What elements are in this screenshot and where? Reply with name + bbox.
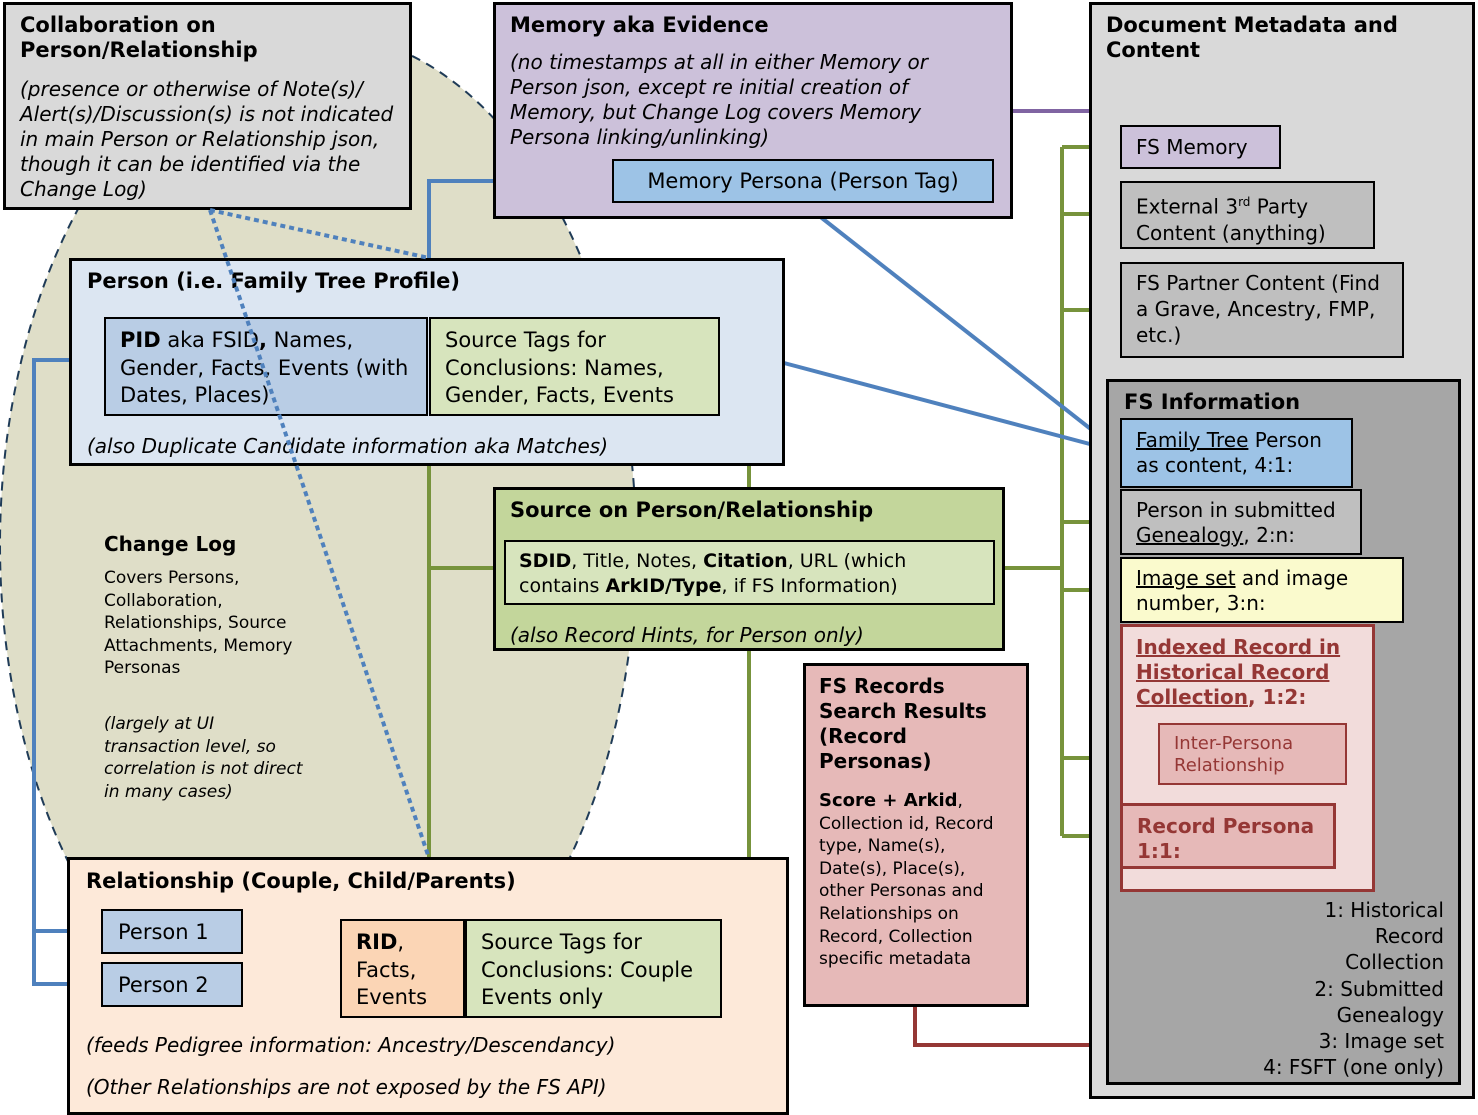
person-source-tags-label: Source Tags for Conclusions: Names, Gend… — [445, 328, 674, 407]
document-title: Document Metadata and Content — [1106, 13, 1398, 63]
person-1-label: Person 1 — [118, 919, 209, 944]
memory-persona-box: Memory Persona (Person Tag) — [612, 159, 994, 203]
relationship-source-tags-box: Source Tags for Conclusions: Couple Even… — [465, 919, 722, 1018]
external-content-sup: rd — [1238, 195, 1251, 209]
change-log-covers: Covers Persons, Collaboration, Relations… — [104, 568, 293, 679]
inter-persona-box: Inter-Persona Relationship — [1158, 723, 1347, 785]
legend-item-4: 4: FSFT (one only) — [1263, 1055, 1444, 1080]
partner-content-label: FS Partner Content (Find a Grave, Ancest… — [1136, 271, 1380, 347]
fs-records-detail-text: , Collection id, Record type, Name(s), D… — [819, 791, 994, 970]
partner-content-box: FS Partner Content (Find a Grave, Ancest… — [1120, 262, 1404, 358]
source-note: (also Record Hints, for Person only) — [510, 623, 864, 647]
source-end: , if FS Information) — [721, 575, 898, 597]
external-content-label-a: External 3 — [1136, 194, 1239, 219]
family-tree-link[interactable]: Family Tree — [1136, 428, 1249, 452]
source-title: Source on Person/Relationship — [510, 498, 874, 522]
arkid-label: ArkID/Type — [605, 575, 722, 597]
legend-item-1: 1: Historical Record Collection — [1324, 898, 1444, 975]
image-set-box[interactable]: Image set and image number, 3:n: — [1120, 557, 1404, 623]
rid-label: RID — [356, 930, 398, 954]
change-log-note: (largely at UI transaction level, so cor… — [104, 714, 303, 802]
person-note: (also Duplicate Candidate information ak… — [87, 434, 609, 458]
indexed-record-suffix: , 1:2: — [1247, 685, 1307, 709]
image-set-rest: and image number, 3:n: — [1136, 566, 1349, 615]
external-content-box: External 3rd Party Content (anything) — [1120, 181, 1375, 249]
fs-information-title: FS Information — [1124, 390, 1301, 414]
person-source-tags-box: Source Tags for Conclusions: Names, Gend… — [429, 317, 720, 416]
memory-title: Memory aka Evidence — [510, 13, 769, 37]
record-persona-label: Record Persona 1:1: — [1137, 814, 1315, 863]
fs-information-legend: 1: Historical Record Collection 2: Submi… — [1200, 897, 1444, 1080]
family-tree-person-box[interactable]: Family Tree Person as content, 4:1: — [1120, 418, 1353, 488]
sdid-label: SDID — [519, 550, 572, 572]
family-tree-rest: Person as content, 4:1: — [1136, 428, 1322, 477]
citation-label: Citation — [703, 550, 788, 572]
source-detail-box: SDID, Title, Notes, Citation, URL (which… — [504, 540, 995, 605]
person-1-box: Person 1 — [101, 909, 243, 954]
fs-records-box: FS Records Search Results (Record Person… — [803, 663, 1029, 1007]
source-mid1: , Title, Notes, — [571, 550, 704, 572]
person-2-label: Person 2 — [118, 972, 209, 997]
legend-item-2: 2: Submitted Genealogy — [1314, 976, 1444, 1027]
person-2-box: Person 2 — [101, 962, 243, 1007]
relationship-note-2: (Other Relationships are not exposed by … — [86, 1075, 607, 1099]
collaboration-note: (presence or otherwise of Note(s)/ Alert… — [20, 77, 394, 201]
submitted-link[interactable]: Genealogy — [1136, 523, 1244, 547]
source-mid2: , URL (which contains — [519, 550, 907, 597]
fs-records-detail: Score + Arkid, Collection id, Record typ… — [819, 790, 1013, 971]
fs-records-title: FS Records Search Results (Record Person… — [819, 674, 987, 773]
rid-box: RID, Facts, Events — [340, 919, 465, 1018]
collaboration-box: Collaboration on Person/Relationship (pr… — [3, 2, 412, 210]
external-content-label-b: Party Content (anything) — [1136, 194, 1326, 245]
pid-aka: aka FSID — [160, 328, 259, 352]
relationship-note-1: (feeds Pedigree information: Ancestry/De… — [86, 1033, 616, 1057]
rid-rest: , Facts, Events — [356, 930, 428, 1009]
legend-item-3: 3: Image set — [1318, 1029, 1444, 1054]
change-log-title: Change Log — [104, 532, 237, 556]
memory-persona-label: Memory Persona (Person Tag) — [647, 169, 959, 193]
fs-memory-label: FS Memory — [1136, 135, 1248, 159]
pid-label: PID — [120, 328, 161, 352]
submitted-pre: Person in submitted — [1136, 498, 1336, 522]
memory-note: (no timestamps at all in either Memory o… — [510, 50, 928, 149]
collaboration-title: Collaboration on Person/Relationship — [20, 13, 258, 63]
person-title: Person (i.e. Family Tree Profile) — [87, 269, 460, 293]
relationship-title: Relationship (Couple, Child/Parents) — [86, 869, 516, 893]
submitted-post: , 2:n: — [1243, 523, 1295, 547]
inter-persona-label: Inter-Persona Relationship — [1174, 733, 1294, 776]
submitted-genealogy-box[interactable]: Person in submitted Genealogy, 2:n: — [1120, 489, 1362, 555]
record-persona-box: Record Persona 1:1: — [1120, 803, 1336, 869]
pid-comma: , — [258, 328, 267, 352]
image-set-link[interactable]: Image set — [1136, 566, 1236, 590]
fs-memory-box: FS Memory — [1120, 125, 1281, 169]
pid-box: PID aka FSID, Names, Gender, Facts, Even… — [104, 317, 428, 416]
indexed-record-link[interactable]: Indexed Record in Historical Record Coll… — [1136, 635, 1341, 709]
relationship-source-tags-label: Source Tags for Conclusions: Couple Even… — [481, 930, 694, 1009]
score-arkid-label: Score + Arkid — [819, 790, 958, 811]
